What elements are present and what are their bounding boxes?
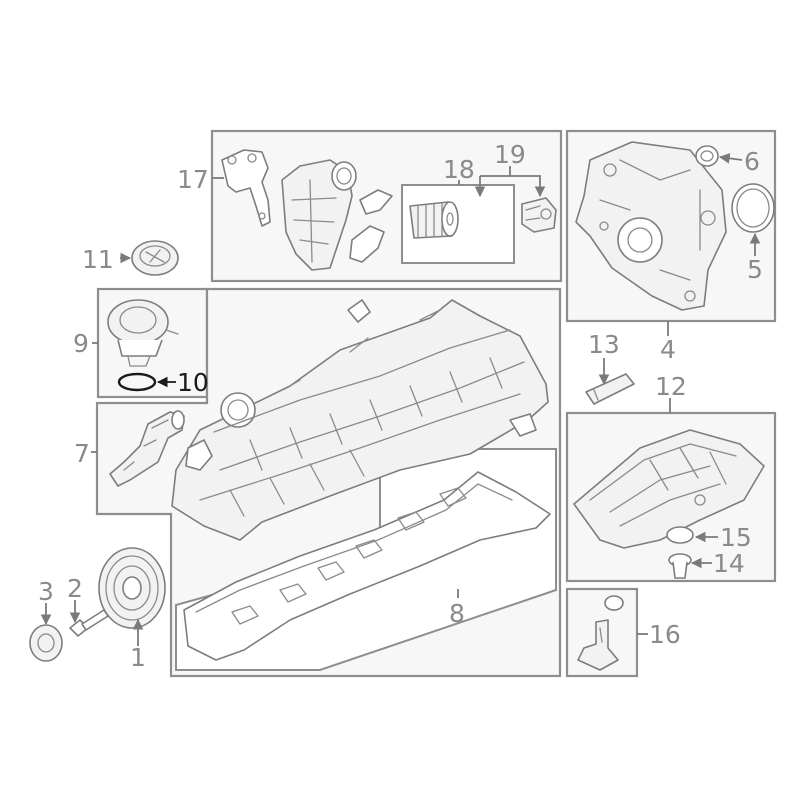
callout-18: 18 (443, 155, 475, 184)
part-5-seal-ring (731, 183, 775, 233)
part-8-valve-cover-gasket (183, 471, 551, 661)
part-17-intake-assembly (221, 149, 393, 271)
callout-5: 5 (747, 255, 763, 284)
callout-6: 6 (744, 147, 760, 176)
part-15-washer (666, 526, 694, 544)
callout-9: 9 (73, 329, 89, 358)
callout-4: 4 (660, 335, 676, 364)
part-12-oil-pan (573, 429, 765, 549)
callout-19: 19 (494, 140, 526, 169)
callout-3: 3 (38, 577, 54, 606)
callout-13: 13 (588, 330, 620, 359)
part-4-timing-cover (575, 141, 727, 311)
part-10-o-ring (117, 372, 157, 392)
leader-6 (718, 152, 743, 164)
part-14-drain-plug (668, 553, 692, 579)
part-3-hub-washer (29, 624, 63, 662)
part-1-vibration-damper (98, 547, 166, 629)
part-13-sealant-tube (585, 373, 635, 405)
callout-15: 15 (720, 523, 752, 552)
callout-16: 16 (649, 620, 681, 649)
part-small-clip (347, 299, 371, 323)
callout-labels: 17 18 19 6 5 4 13 12 11 9 10 7 8 15 14 1… (38, 140, 763, 672)
part-11-oil-cap (131, 240, 179, 276)
part-cylinder-head-cover (171, 299, 549, 541)
callout-17: 17 (177, 165, 209, 194)
callout-1: 1 (130, 643, 146, 672)
part-7-vent-hose (109, 410, 185, 487)
leader-lines (40, 152, 761, 646)
callout-10: 10 (177, 368, 209, 397)
callout-2: 2 (67, 574, 83, 603)
part-6-plug (695, 145, 719, 167)
callout-8: 8 (449, 599, 465, 628)
callout-7: 7 (74, 439, 90, 468)
part-16-dipstick-guide (577, 595, 624, 671)
group-box-intake-17 (210, 129, 563, 283)
callout-14: 14 (713, 549, 745, 578)
callout-11: 11 (82, 245, 114, 274)
leader-19b (480, 175, 546, 198)
callout-12: 12 (655, 372, 687, 401)
part-9-oil-filter-housing (107, 299, 179, 367)
part-small-bracket (509, 413, 537, 437)
part-18-filter-element (409, 201, 459, 239)
part-19-filter-cap (521, 197, 557, 233)
